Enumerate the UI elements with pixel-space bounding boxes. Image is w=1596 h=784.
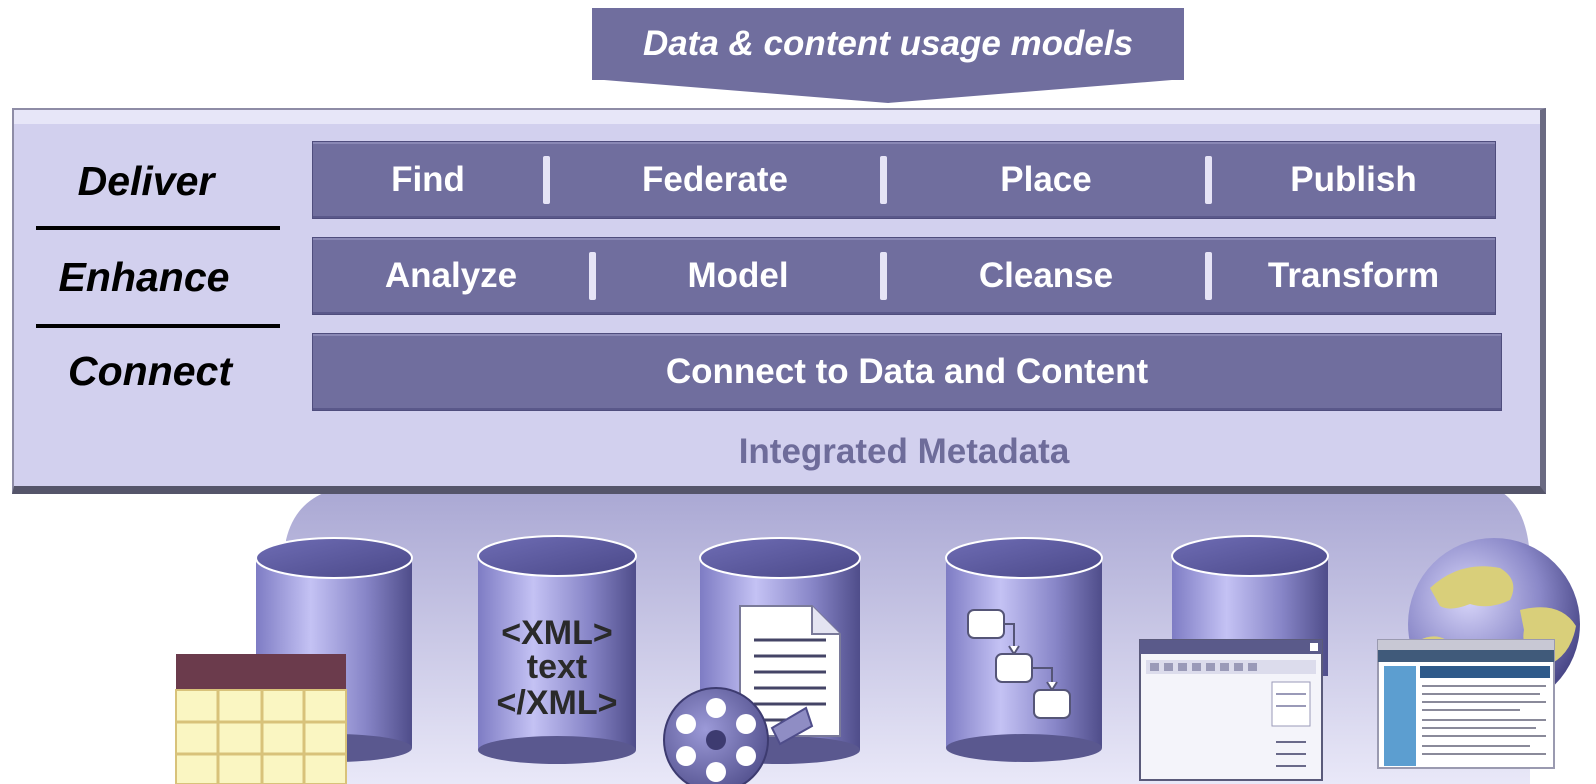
film-reel-icon	[663, 687, 814, 784]
enhance-item-analyze: Analyze	[384, 256, 518, 295]
deliver-item-federate: Federate	[642, 160, 788, 199]
xml-line-2: text	[527, 648, 587, 686]
layer-divider-1	[36, 226, 280, 230]
application-window-icon	[1139, 639, 1323, 781]
cloud-background	[286, 485, 1530, 784]
panel-highlight	[14, 110, 1540, 124]
database-cylinder-2	[477, 535, 637, 764]
layer-divider-2	[36, 324, 280, 328]
row-separator	[880, 156, 887, 204]
connect-bar-label: Connect to Data and Content	[665, 352, 1149, 391]
layer-label-deliver: Deliver	[77, 158, 215, 204]
row-separator	[1205, 252, 1212, 300]
connect-row: Connect to Data and Content	[312, 333, 1502, 411]
layer-label-connect: Connect	[68, 348, 232, 394]
enhance-item-model: Model	[687, 256, 789, 295]
deliver-item-place: Place	[1000, 160, 1092, 199]
row-separator	[880, 252, 887, 300]
webpage-screenshot-icon	[1377, 639, 1555, 769]
enhance-item-transform: Transform	[1267, 256, 1440, 295]
database-cylinder-4	[945, 537, 1103, 762]
layer-label-enhance: Enhance	[58, 254, 230, 300]
workflow-icon	[967, 609, 1071, 719]
enhance-row: Analyze Model Cleanse Transform	[312, 237, 1496, 315]
deliver-row: Find Federate Place Publish	[312, 141, 1496, 219]
xml-text-label: <XML> text </XML>	[497, 614, 618, 722]
xml-line-3: </XML>	[497, 684, 618, 722]
deliver-item-find: Find	[391, 160, 465, 199]
usage-models-banner	[592, 8, 1184, 80]
row-separator	[1205, 156, 1212, 204]
enhance-item-cleanse: Cleanse	[978, 256, 1114, 295]
integrated-metadata-label: Integrated Metadata	[738, 432, 1070, 471]
row-separator	[543, 156, 550, 204]
deliver-item-publish: Publish	[1290, 160, 1417, 199]
banner-title: Data & content usage models	[642, 24, 1134, 63]
xml-line-1: <XML>	[501, 614, 612, 652]
table-icon	[175, 654, 347, 784]
row-separator	[589, 252, 596, 300]
banner-arrow-tip	[592, 79, 1184, 103]
